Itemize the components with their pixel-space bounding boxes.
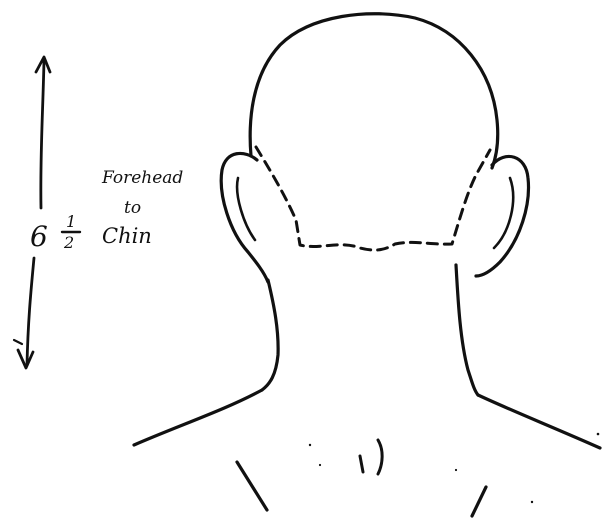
ink-speck (597, 433, 600, 436)
measure-arrowhead-down (18, 350, 33, 368)
label-forehead: Forehead (101, 168, 183, 188)
hairline-dashed (256, 147, 490, 250)
back-mark-right (472, 487, 486, 516)
measure-arrow-line-top (41, 60, 44, 208)
neck-right (456, 265, 478, 395)
left-ear-inner (237, 178, 255, 240)
measurement-whole: 6 (30, 220, 48, 253)
shoulder-left (134, 390, 262, 445)
measurement-fraction-bottom: 2 (63, 233, 74, 252)
measurement-fraction-top: 1 (66, 212, 76, 231)
ink-speck (309, 444, 311, 446)
spine-mark-2 (378, 440, 382, 474)
measure-arrow-line-bottom (27, 258, 34, 365)
head-outline (250, 14, 498, 168)
shoulder-right (478, 395, 600, 448)
ink-speck (455, 469, 457, 471)
right-ear (476, 156, 528, 276)
spine-mark-1 (360, 456, 363, 472)
measure-arrow-tick (14, 340, 22, 344)
neck-left (262, 280, 278, 390)
label-to: to (124, 198, 141, 218)
label-chin: Chin (102, 224, 152, 248)
back-mark-left (237, 462, 267, 510)
ink-speck (319, 464, 321, 466)
ink-speck (531, 501, 533, 503)
right-ear-inner (494, 178, 513, 248)
